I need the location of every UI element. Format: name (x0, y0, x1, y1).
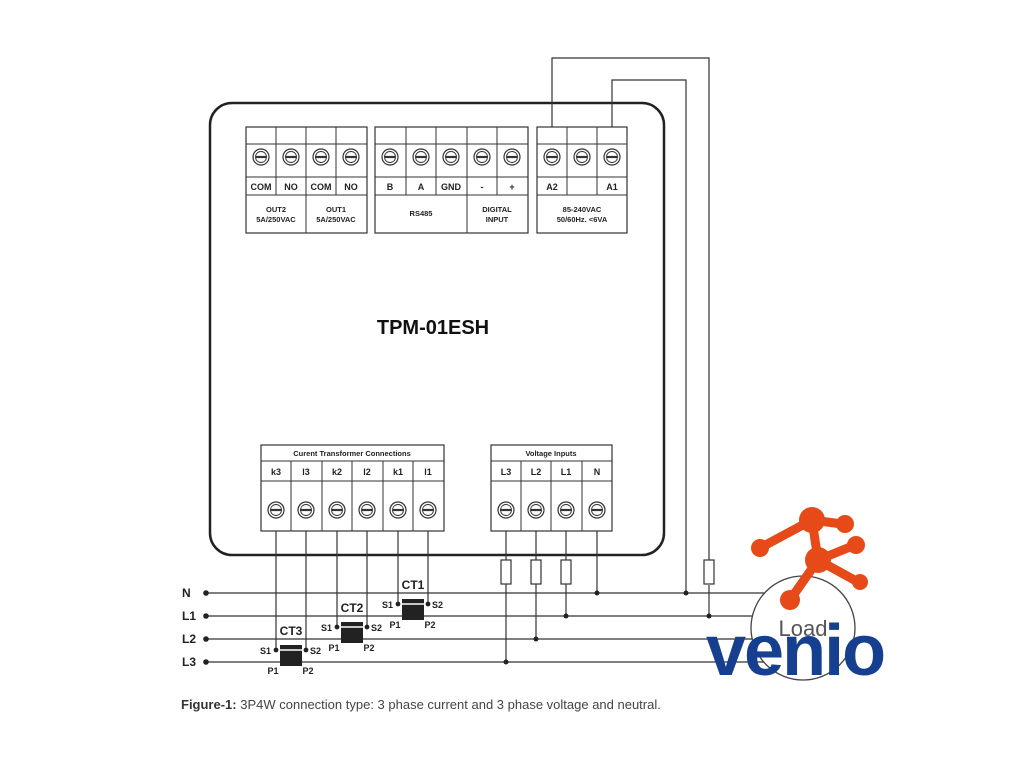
comm-terminal-block (374, 126, 529, 234)
voltage-fuses (500, 559, 572, 585)
digital-input-label-1: DIGITAL (482, 205, 512, 214)
screw-terminal-comm-3 (473, 148, 491, 166)
screw-terminal-ct-2 (328, 501, 346, 519)
out1-rating: 5A/250VAC (316, 215, 356, 224)
ct1-s1: S1 (382, 600, 393, 610)
power-label-a2: A2 (546, 182, 558, 192)
ct1-p1: P1 (389, 620, 400, 630)
ct-block-title: Curent Transformer Connections (293, 449, 411, 458)
caption-prefix: Figure-1: (181, 697, 237, 712)
ct-label-l2: l2 (363, 467, 371, 477)
line-label-l2: L2 (182, 632, 196, 646)
ct3-core (280, 645, 302, 666)
venio-logo: venio (706, 507, 886, 691)
ct3-p1: P1 (267, 666, 278, 676)
ct2-p2: P2 (363, 643, 374, 653)
screw-terminal-power-2 (603, 148, 621, 166)
ct2-core (341, 622, 363, 643)
venio-logo-text: venio (706, 611, 884, 691)
screw-terminal-voltage-2 (557, 501, 575, 519)
comm-label-plus: + (509, 182, 514, 192)
screw-terminal-ct-1 (297, 501, 315, 519)
ct1-s2: S2 (432, 600, 443, 610)
voltage-label-l2: L2 (531, 467, 542, 477)
voltage-label-n: N (594, 467, 601, 477)
voltage-label-l3: L3 (501, 467, 512, 477)
junction-dots (503, 590, 712, 665)
load-label: Load (779, 616, 828, 641)
screw-terminal-relay-0 (252, 148, 270, 166)
ct3-name: CT3 (280, 624, 303, 638)
screw-terminal-comm-1 (412, 148, 430, 166)
power-supply-voltage: 85-240VAC (563, 205, 602, 214)
figure-caption: Figure-1: 3P4W connection type: 3 phase … (181, 697, 661, 712)
relay-label-no2: NO (284, 182, 298, 192)
rs485-label: RS485 (410, 209, 433, 218)
ct-label-l3: l3 (302, 467, 310, 477)
comm-label-minus: - (481, 182, 484, 192)
ct-label-k2: k2 (332, 467, 342, 477)
ct1-core (402, 599, 424, 620)
ct-label-k3: k3 (271, 467, 281, 477)
screw-terminal-ct-5 (419, 501, 437, 519)
device-enclosure (208, 101, 666, 557)
ct1-p2: P2 (424, 620, 435, 630)
line-conductors (206, 592, 790, 663)
ct1-name: CT1 (402, 578, 425, 592)
comm-label-gnd: GND (441, 182, 462, 192)
relay-label-no1: NO (344, 182, 358, 192)
ct3-p2: P2 (302, 666, 313, 676)
device-model: TPM-01ESH (377, 317, 489, 339)
screw-terminal-ct-4 (389, 501, 407, 519)
power-supply-freq: 50/60Hz. <6VA (557, 215, 608, 224)
line-label-n: N (182, 586, 191, 600)
screw-terminal-ct-0 (267, 501, 285, 519)
voltage-block-title: Voltage Inputs (525, 449, 576, 458)
voltage-label-l1: L1 (561, 467, 572, 477)
line-label-l3: L3 (182, 655, 196, 669)
screw-terminal-voltage-0 (497, 501, 515, 519)
ct2: CT2 S1 S2 P1 P2 (321, 601, 382, 653)
screw-terminal-relay-1 (282, 148, 300, 166)
line-label-l1: L1 (182, 609, 196, 623)
ct2-name: CT2 (341, 601, 364, 615)
ct-label-k1: k1 (393, 467, 403, 477)
ct-label-l1: l1 (424, 467, 432, 477)
ct3: CT3 S1 S2 P1 P2 (260, 624, 321, 676)
screw-terminal-comm-4 (503, 148, 521, 166)
ct-secondary-wires (275, 531, 429, 650)
ct1: CT1 S1 S2 P1 P2 (382, 578, 443, 630)
ct3-s1: S1 (260, 646, 271, 656)
out2-name: OUT2 (266, 205, 286, 214)
ct2-p1: P1 (328, 643, 339, 653)
power-supply-wires (551, 57, 710, 616)
screw-terminal-power-0 (543, 148, 561, 166)
top-terminal-blocks: COM NO COM NO OUT2 5A/250VAC OUT1 5A/250… (245, 126, 628, 234)
screw-terminal-comm-2 (442, 148, 460, 166)
screw-terminal-voltage-3 (588, 501, 606, 519)
ct2-s2: S2 (371, 623, 382, 633)
line-terminals (203, 590, 209, 665)
ct3-s2: S2 (310, 646, 321, 656)
ct2-s1: S1 (321, 623, 332, 633)
screw-terminal-relay-3 (342, 148, 360, 166)
comm-label-b: B (387, 182, 394, 192)
relay-label-com1: COM (311, 182, 332, 192)
out1-name: OUT1 (326, 205, 346, 214)
screw-terminal-voltage-1 (527, 501, 545, 519)
screw-terminal-relay-2 (312, 148, 330, 166)
screw-terminal-comm-0 (381, 148, 399, 166)
power-terminal-block (536, 126, 628, 234)
relay-label-com2: COM (251, 182, 272, 192)
comm-label-a: A (418, 182, 425, 192)
screw-terminal-ct-3 (358, 501, 376, 519)
power-fuse (703, 559, 715, 585)
digital-input-label-2: INPUT (486, 215, 509, 224)
out2-rating: 5A/250VAC (256, 215, 296, 224)
bottom-terminal-blocks: Curent Transformer Connections k3 l3 k2 … (260, 444, 613, 532)
screw-terminal-power-1 (573, 148, 591, 166)
caption-text: 3P4W connection type: 3 phase current an… (236, 697, 661, 712)
power-label-a1: A1 (606, 182, 618, 192)
